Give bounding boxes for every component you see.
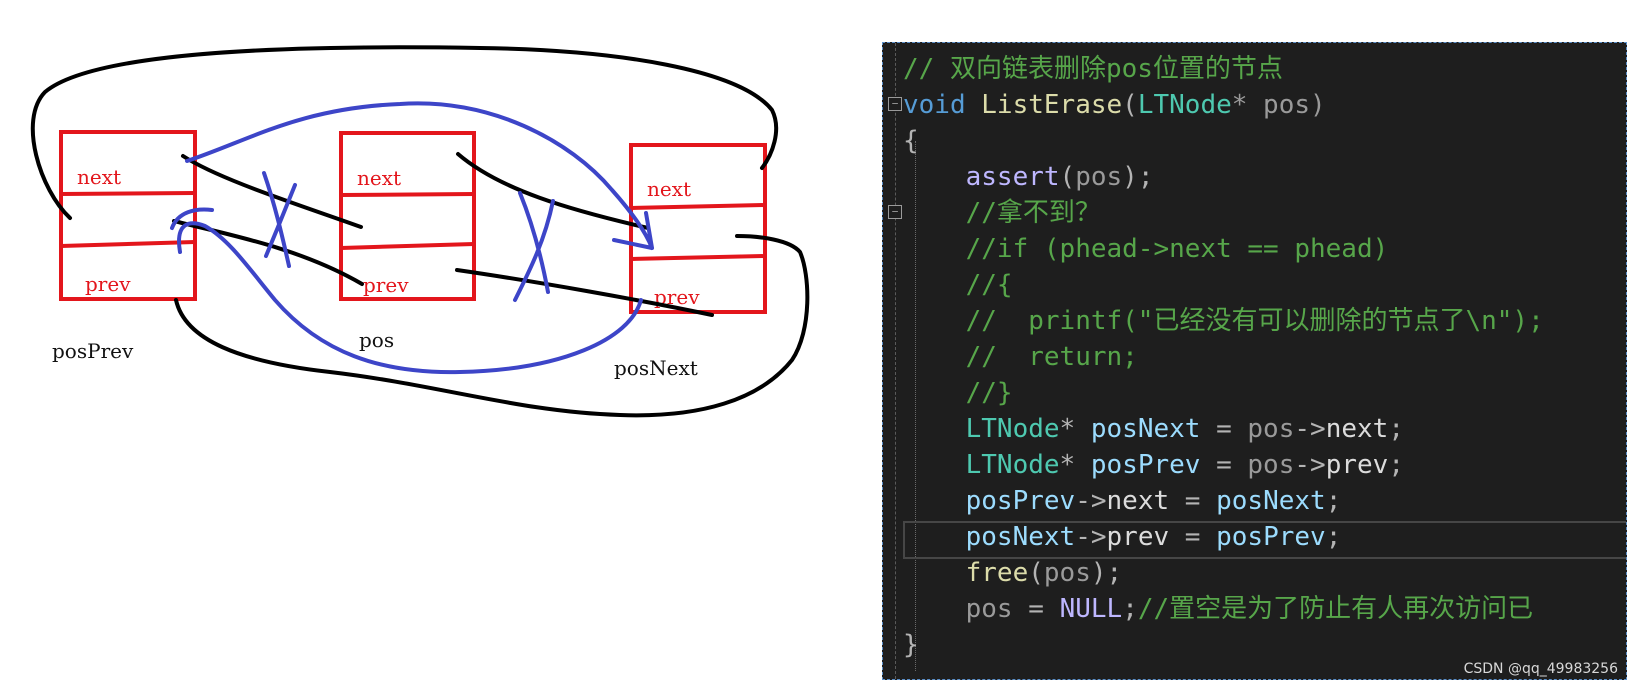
old-link-next-prev [455,268,714,317]
code-line-comment: //} [965,378,1013,408]
node-pos-divider [340,242,475,250]
node-pos-name: pos [359,328,394,352]
current-line-highlight [903,521,1626,559]
code-line-comment-title: // 双向链表删除pos位置的节点 [903,54,1283,84]
node-posPrev-name: posPrev [52,339,134,363]
node-posPrev-next-label: next [77,165,121,189]
old-link-pos-prev [172,219,364,286]
fold-toggle-icon[interactable]: − [888,205,902,219]
node-posPrev-divider [60,240,196,248]
old-link-curve-bottom [174,234,810,418]
node-pos-next-label: next [357,166,401,190]
node-posPrev-divider [60,191,196,196]
old-link-curve-top [30,45,779,220]
node-pos-prev-label: prev [363,273,409,297]
watermark: CSDN @qq_49983256 [1463,661,1618,677]
indent-guide [915,141,916,671]
code-line-open-brace: { [903,126,919,156]
code-line-signature: void ListErase(LTNode* pos) [903,90,1326,120]
code-line-comment: // return; [965,342,1138,372]
code-line-comment: //拿不到？ [965,198,1101,228]
code-line-comment: // printf("已经没有可以删除的节点了\n"); [965,306,1544,336]
code-line-posnext-decl: LTNode* posNext = pos->next; [965,414,1404,444]
old-link-pos-next [456,152,650,230]
fold-toggle-icon[interactable]: − [888,97,902,111]
node-posPrev-prev-label: prev [85,272,131,296]
node-posNext-name: posNext [614,356,698,380]
code-line-posnext-prev: posNext->prev = posPrev; [965,522,1342,552]
code-editor: − − // 双向链表删除pos位置的节点 void ListErase(LTN… [882,42,1627,680]
cross-mark-1 [262,171,297,268]
node-pos: next prev pos [339,131,476,352]
code-line-comment: //if (phead->next == phead) [965,234,1389,264]
new-link-next [185,101,654,250]
code-line-posprev-decl: LTNode* posPrev = pos->prev; [965,450,1404,480]
code-line-posprev-next: posPrev->next = posNext; [965,486,1342,516]
node-pos-box [339,131,476,301]
node-posNext: next prev posNext [614,143,767,380]
node-pos-divider [340,192,475,197]
code-line-comment: //{ [965,270,1013,300]
new-link-prev [170,207,643,375]
cross-mark-2 [513,191,555,302]
node-posNext-divider [630,203,766,210]
node-posNext-divider [630,254,766,261]
code-line-assert: assert(pos); [965,162,1154,192]
code-line-close-brace: } [903,630,919,660]
node-posPrev-box [59,130,197,301]
node-posNext-next-label: next [647,177,691,201]
gutter-line [895,43,896,679]
linked-list-diagram: next prev posPrev next prev pos next pre… [30,45,810,418]
code-line-free: free(pos); [965,558,1123,588]
node-posPrev: next prev posPrev [52,130,197,363]
code-line-null: pos = NULL;//置空是为了防止有人再次访问已 [965,594,1534,624]
old-link-prev-next [181,154,363,229]
